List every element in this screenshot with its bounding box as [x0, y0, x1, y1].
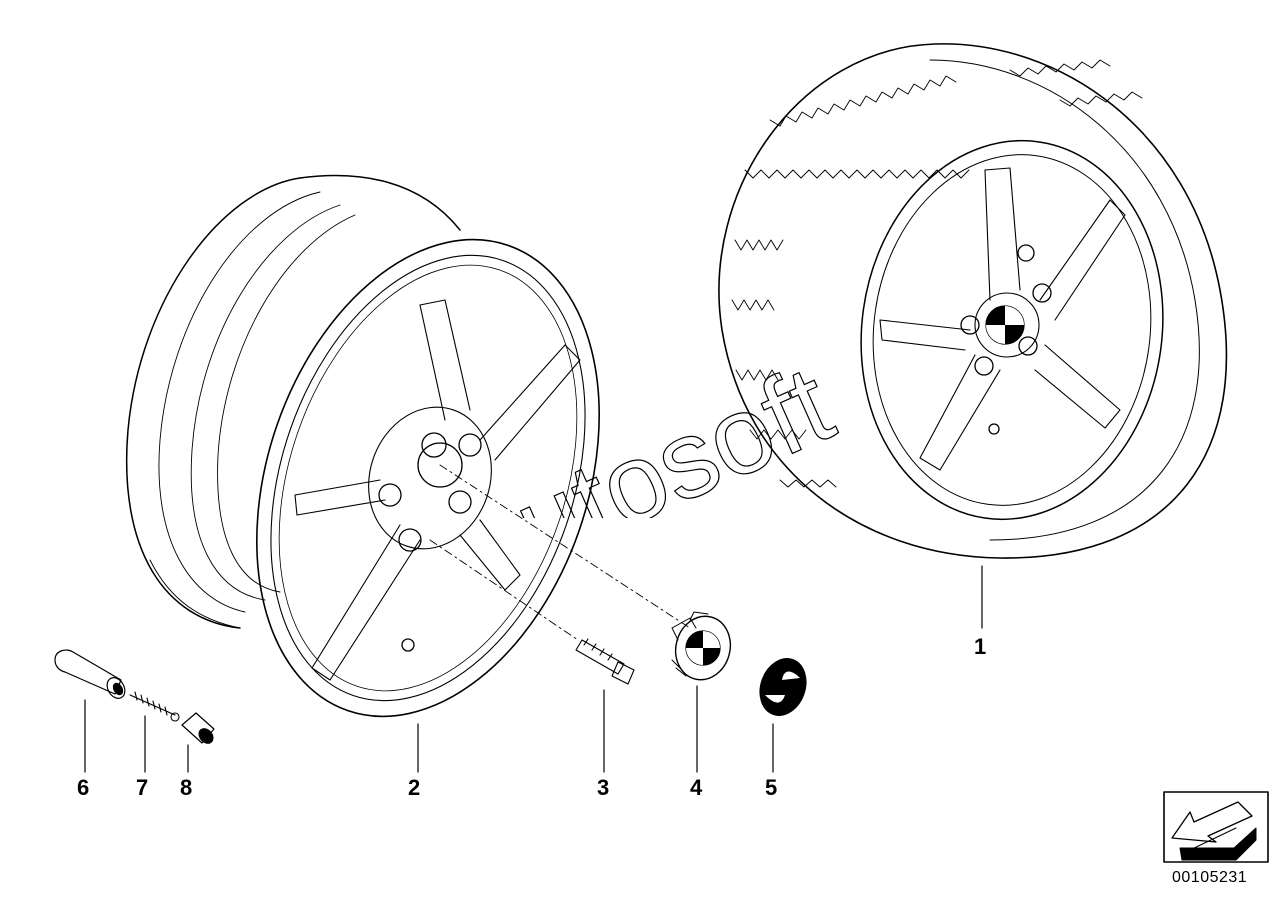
callout-label-6: 6 — [77, 775, 90, 800]
valve-stem-drawing — [54, 649, 126, 699]
tire-wheel-assembly — [718, 43, 1228, 559]
callout-label-2: 2 — [408, 775, 421, 800]
orientation-arrow-box — [1163, 791, 1269, 863]
tire-tread — [731, 59, 1143, 488]
reference-code: 00105231 — [1172, 869, 1248, 886]
assembly-lines — [429, 464, 691, 641]
callout-label-1: 1 — [974, 634, 987, 659]
callout-label-5: 5 — [765, 775, 778, 800]
tire-wheel-spokes — [879, 167, 1126, 471]
valve-cap-drawing — [181, 712, 215, 744]
callout-label-8: 8 — [180, 775, 193, 800]
wheel-bolt-drawing — [575, 638, 635, 685]
rim-drawing — [126, 174, 600, 718]
leader-lines — [84, 565, 983, 773]
callout-label-7: 7 — [136, 775, 149, 800]
watermark: autosoft — [441, 342, 850, 518]
hub-cap-drawing — [671, 611, 732, 681]
emblem-drawing — [759, 658, 807, 716]
callout-label-3: 3 — [597, 775, 610, 800]
rim-spokes — [294, 299, 581, 681]
callout-label-4: 4 — [690, 775, 703, 800]
watermark-text: autosoft — [442, 342, 850, 518]
valve-core-drawing — [129, 691, 180, 722]
